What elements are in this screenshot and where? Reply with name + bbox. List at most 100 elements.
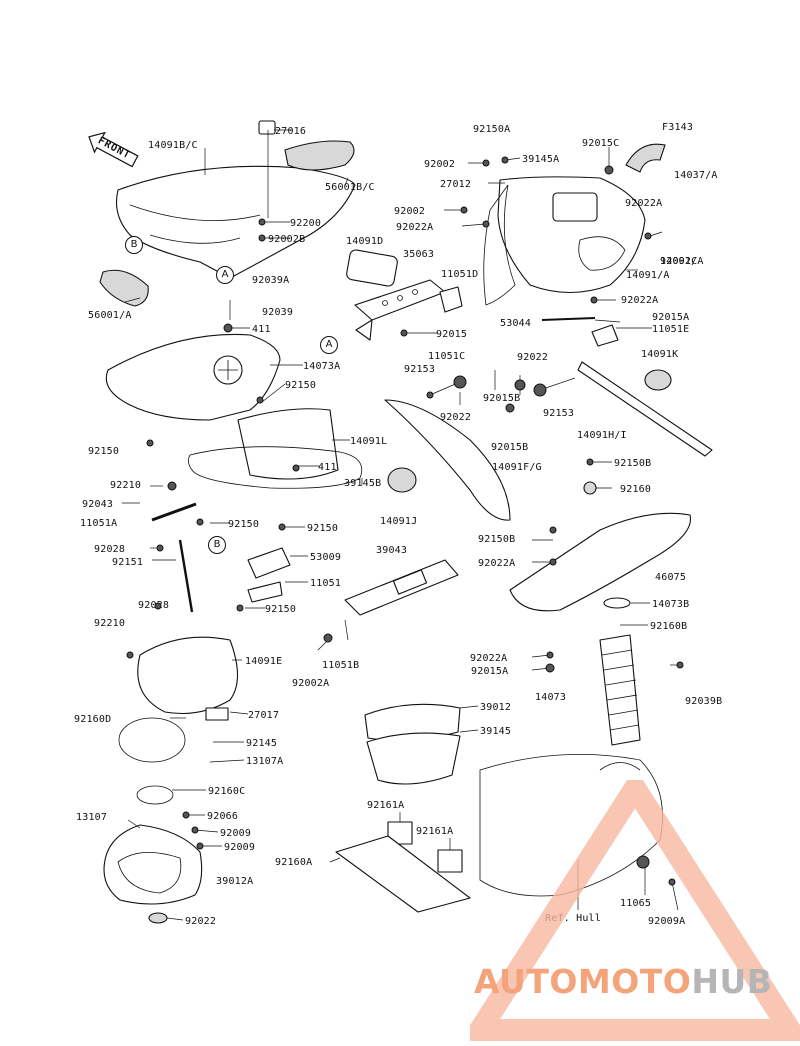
pn-92002a: 92002A	[292, 678, 329, 689]
pn-14073b: 14073B	[652, 599, 689, 610]
pn-39043: 39043	[376, 545, 407, 556]
pn-35063: 35063	[403, 249, 434, 260]
pn-92066: 92066	[207, 811, 238, 822]
repeated-labels: 92002 92022A 92022A 92022A 92022A 92002C…	[88, 206, 697, 664]
pn-92150b: 92150B	[614, 458, 651, 469]
pn-92015b-b: 92015B	[491, 442, 528, 453]
pn-11051c: 11051C	[428, 351, 465, 362]
lens-56001a	[99, 269, 149, 307]
pn-92022-c: 92022	[440, 412, 471, 423]
pn-56001bc: 56001B/C	[325, 182, 375, 193]
pn-92039a: 92039A	[252, 275, 289, 286]
pad-14091d	[346, 249, 398, 287]
lens-56001bc	[284, 140, 355, 171]
pn-92022: 92022	[517, 352, 548, 363]
pn-14091j: 14091J	[380, 516, 417, 527]
pn-92160a: 92160A	[275, 857, 312, 868]
pn-92009a: 92009A	[648, 916, 685, 927]
marker-a-2: A	[320, 336, 338, 354]
pn-92022a-a: 92022A	[625, 198, 662, 209]
cover-14091a	[497, 176, 646, 294]
side-panel-14091fg	[384, 399, 511, 521]
pn-92022a-d: 92022A	[478, 558, 515, 569]
bracket-35063	[354, 279, 446, 341]
marker-a-1: A	[216, 266, 234, 284]
pn-92150a: 92150A	[473, 124, 510, 135]
pn-14037a: 14037/A	[674, 170, 718, 181]
pn-92015c: 92015C	[582, 138, 619, 149]
part-number-labels: 27016 14091B/C 56001B/C 92200 92002B 560…	[74, 122, 722, 927]
bin-39012a	[103, 824, 203, 905]
pn-92210-a: 92210	[110, 480, 141, 491]
pn-39145a: 39145A	[522, 154, 559, 165]
pn-53009: 53009	[310, 552, 341, 563]
pn-14091bc: 14091B/C	[148, 140, 198, 151]
pn-46075: 46075	[655, 572, 686, 583]
pn-14091l: 14091L	[350, 436, 387, 447]
pn-92015a-a: 92015A	[652, 312, 689, 323]
pn-13107: 13107	[76, 812, 107, 823]
watermark-text: AUTOMOTOHUB	[474, 962, 772, 1001]
pn-411-b: 411	[318, 462, 337, 473]
pn-56001a: 56001/A	[88, 310, 132, 321]
marker-b-1: B	[125, 236, 143, 254]
pn-92002b: 92002B	[268, 234, 305, 245]
pn-14091k: 14091K	[641, 349, 678, 360]
pn-92043: 92043	[82, 499, 113, 510]
hose-14073	[599, 634, 641, 746]
pn-92002c: 14091/A	[660, 256, 704, 267]
fasteners	[126, 156, 684, 886]
pn-92022a-b: 92022A	[396, 222, 433, 233]
pn-11065: 11065	[620, 898, 651, 909]
pn-92160d: 92160D	[74, 714, 111, 725]
pn-39145b: 39145B	[344, 478, 381, 489]
watermark-part2: HUB	[691, 962, 773, 1001]
pn-11051: 11051	[310, 578, 341, 589]
lid-14091e	[137, 636, 238, 715]
pn-14091hi: 14091H/I	[577, 430, 627, 441]
ref-hull-label: Ref. Hull	[545, 913, 601, 924]
pn-92015: 92015	[436, 329, 467, 340]
pn-39012a: 39012A	[216, 876, 253, 887]
pn-92150-e: 92150	[265, 604, 296, 615]
cap-27016	[258, 120, 276, 135]
pn-92151: 92151	[112, 557, 143, 568]
pn-92015a-b: 92015A	[471, 666, 508, 677]
pn-11051a: 11051A	[80, 518, 117, 529]
front-arrow-icon	[88, 131, 139, 168]
pn-39012: 39012	[480, 702, 511, 713]
pn-14091fg: 14091F/G	[492, 462, 542, 473]
pn-92200: 92200	[290, 218, 321, 229]
pn-92022a-c: 92022A	[621, 295, 658, 306]
pn-92210-b: 92210	[94, 618, 125, 629]
pn-92009-a: 92009	[220, 828, 251, 839]
pn-92150-d: 92150	[307, 523, 338, 534]
watermark-logo	[470, 780, 800, 1041]
marker-b-2: B	[208, 536, 226, 554]
seal-39145b	[188, 446, 363, 489]
pn-14091e: 14091E	[245, 656, 282, 667]
pn-92150-a: 92150	[285, 380, 316, 391]
pn-92002-b: 92002	[394, 206, 425, 217]
strip-14091hi	[577, 361, 713, 457]
pn-14091a: 14091/A	[626, 270, 670, 281]
front-direction-arrow: FRONT	[82, 125, 143, 172]
pn-92153-b: 92153	[543, 408, 574, 419]
pn-53044: 53044	[500, 318, 531, 329]
pn-92002c-b: 92002C	[660, 256, 697, 267]
pn-11051d: 11051D	[441, 269, 478, 280]
pn-39145: 39145	[480, 726, 511, 737]
pn-27017: 27017	[248, 710, 279, 721]
leader-lines	[122, 129, 682, 921]
watermark-part1: AUTOMOTO	[474, 962, 692, 1001]
pn-14091d: 14091D	[346, 236, 383, 247]
pn-92150-c: 92150	[228, 519, 259, 530]
pn-11051e: 11051E	[652, 324, 689, 335]
pn-92160b: 92160B	[650, 621, 687, 632]
pn-92002: 92002	[424, 159, 455, 170]
pn-11051b: 11051B	[322, 660, 359, 671]
pn-92160c: 92160C	[208, 786, 245, 797]
knob-14091j	[387, 467, 417, 493]
pn-92160: 92160	[620, 484, 651, 495]
